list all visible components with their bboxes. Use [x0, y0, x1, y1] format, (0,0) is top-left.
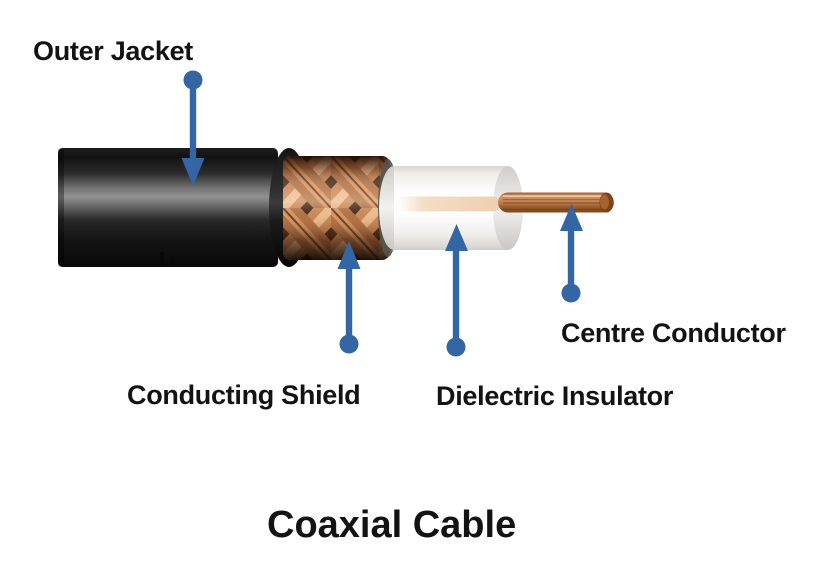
outer-jacket-label: Outer Jacket [33, 36, 193, 66]
diagram-title: Coaxial Cable [267, 504, 517, 546]
conducting-shield-label: Conducting Shield [127, 380, 361, 410]
conducting-shield-arrow [337, 241, 361, 354]
cable-centre-conductor [498, 192, 614, 213]
centre-conductor-label: Centre Conductor [561, 318, 786, 348]
dielectric-insulator-label: Dielectric Insulator [436, 381, 674, 411]
centre-conductor-arrow [560, 204, 583, 303]
cable-dielectric-insulator [379, 166, 523, 250]
cable-outer-jacket [58, 148, 309, 267]
outer-jacket-arrow [181, 70, 205, 186]
dielectric-insulator-arrow [445, 224, 468, 357]
